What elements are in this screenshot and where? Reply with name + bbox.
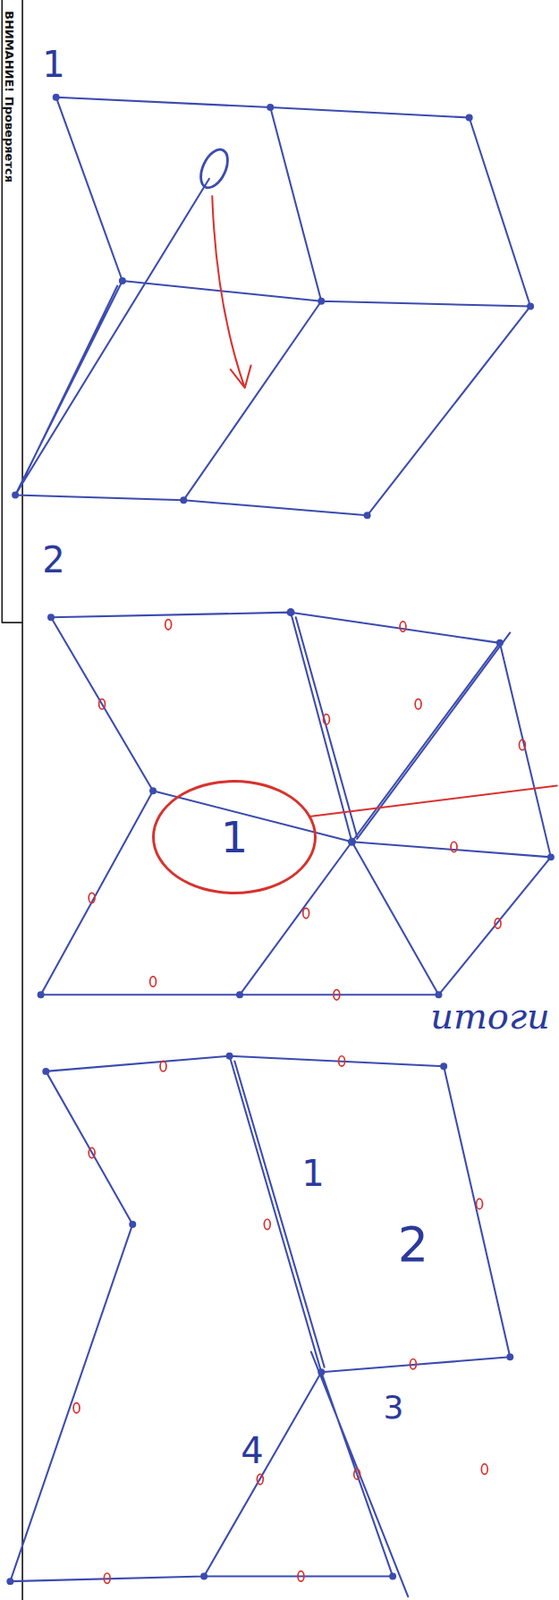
margin-notice: ВНИМАНИЕ! Проверяется <box>3 10 16 183</box>
vertex-dots <box>6 93 554 1585</box>
panel-two-lines <box>41 612 551 996</box>
handwritten-number: 3 <box>383 1391 405 1424</box>
handwritten-number: 2 <box>42 542 65 578</box>
hole-ellipse <box>194 145 233 193</box>
panel-one-lines <box>15 97 531 517</box>
panel-three-lines <box>9 1056 510 1597</box>
handwritten-number: 1 <box>42 46 65 83</box>
circled-number: 1 <box>220 815 249 859</box>
frame-line <box>1 0 23 1600</box>
red-leader-line <box>311 786 558 817</box>
handwritten-number: 1 <box>301 1155 324 1192</box>
handwritten-number: итоги <box>430 998 551 1034</box>
red-arrow <box>211 195 251 388</box>
red-zero-marks <box>73 619 526 1584</box>
handwritten-number: 2 <box>398 1220 429 1270</box>
handwritten-number: 4 <box>240 1432 263 1469</box>
red-circle-callout: 1 <box>152 779 317 895</box>
